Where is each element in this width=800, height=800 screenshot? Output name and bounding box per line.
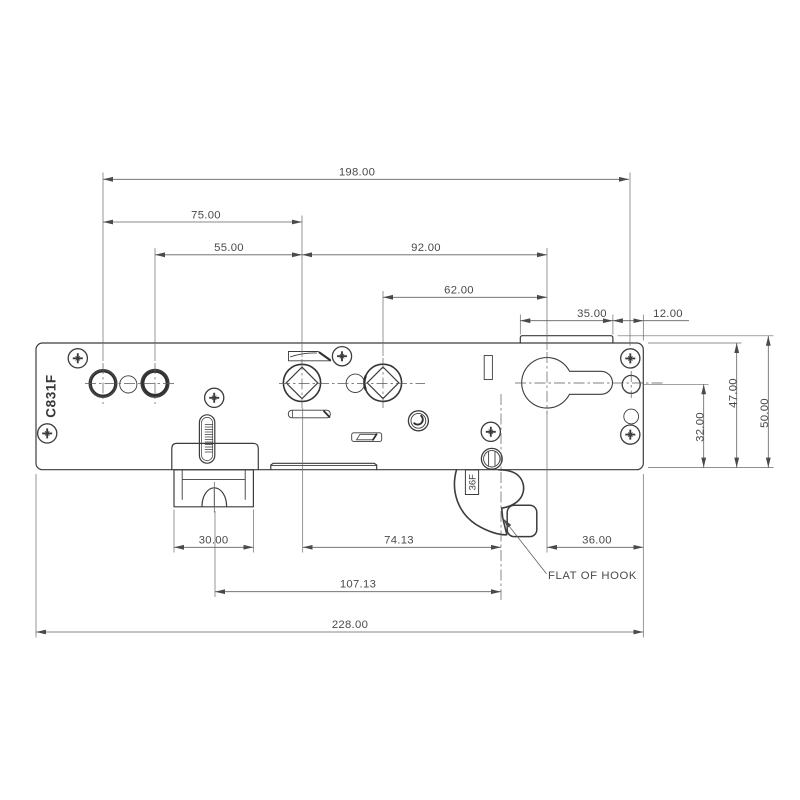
centerlines [85,352,663,600]
extension-lines [35,172,774,638]
dim-label-55: 55.00 [214,242,244,254]
dim-label-198: 198.00 [339,167,375,179]
latch-ramp [270,462,378,471]
spring-lever-low [351,432,383,442]
guide-slot [483,355,493,380]
screw-icon [480,421,502,443]
dim-label-228: 228.00 [332,619,368,631]
screw-icon [67,347,89,369]
screw-icon [619,424,641,446]
hook-sticker: 36F [464,469,480,495]
dim-label-47: 47.00 [728,378,740,408]
screw-icon [331,345,353,367]
lock-body: 36F C831F [35,335,644,538]
dim-label-92: 92.00 [411,242,441,254]
hook-tooth [506,504,538,538]
dim-label-36: 36.00 [582,534,612,546]
dim-label-74-13: 74.13 [384,534,414,546]
faceplate-outline [35,342,644,471]
cylinder-cam [480,447,503,470]
dim-label-12: 12.00 [653,308,683,320]
circlip-boss [407,410,430,432]
dim-label-50: 50.00 [759,398,771,428]
dimensions: 198.00 75.00 55.00 92.00 62.00 35.00 12.… [36,167,771,635]
dim-label-35: 35.00 [577,308,607,320]
flat-of-hook-callout: FLAT OF HOOK [502,518,637,582]
dim-label-30: 30.00 [199,534,229,546]
flat-of-hook-label: FLAT OF HOOK [548,570,637,582]
dim-label-32: 32.00 [695,412,707,442]
small-hole [119,375,138,394]
serrated-slot [198,414,216,464]
spring-lever-top [288,351,332,362]
hook-sticker-label: 36F [468,474,479,491]
euro-cylinder-cutout [521,356,613,409]
cylinder-tab [519,335,614,344]
dim-label-107-13: 107.13 [340,579,376,591]
cam-follower-shadow [363,375,367,391]
part-number-label: C831F [44,374,59,418]
screw-icon [36,422,58,444]
screw-icon [619,347,641,369]
spring-lever-mid [287,409,331,419]
dim-label-75: 75.00 [191,209,221,221]
screw-icon [203,387,225,409]
small-hole-right [623,408,640,425]
dim-label-62: 62.00 [444,284,474,296]
snib-housing-lower [173,469,255,508]
